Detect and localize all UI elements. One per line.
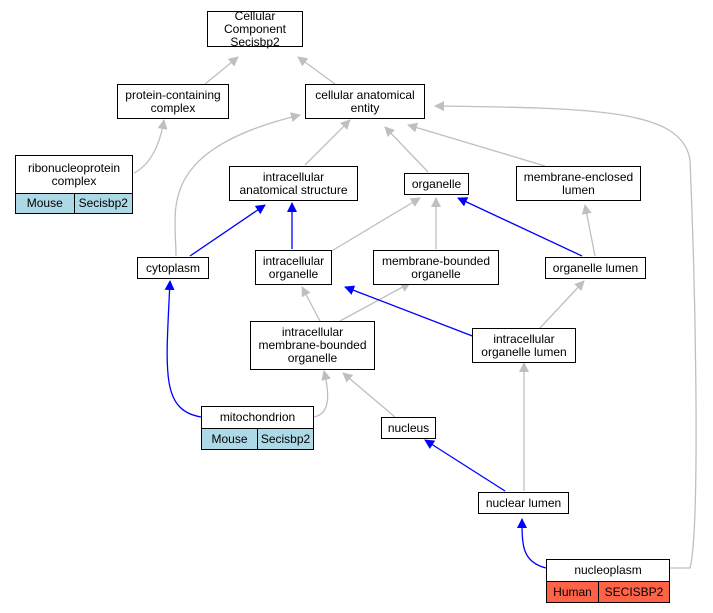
node-intracellular-membrane-bounded-organelle[interactable]: intracellular membrane-bounded organelle xyxy=(250,321,375,370)
edge-cytoplasm-to-entity xyxy=(174,112,301,257)
species-label: Mouse xyxy=(202,429,257,449)
node-cellular-component-secisbp2[interactable]: Cellular Component Secisbp2 xyxy=(207,9,303,48)
edge-nucleoplasm-to-nuclear-lumen xyxy=(517,518,547,569)
node-title: nucleoplasm xyxy=(547,560,669,582)
edge-cellular-entity-to-root xyxy=(297,56,336,85)
gene-label: SECISBP2 xyxy=(598,582,669,602)
edge-intra-structure-to-entity xyxy=(304,119,351,166)
node-membrane-enclosed-lumen[interactable]: membrane-enclosed lumen xyxy=(516,166,641,201)
node-intracellular-organelle[interactable]: intracellular organelle xyxy=(255,250,332,285)
edge-imbo-to-intra-organelle xyxy=(301,286,321,322)
node-organelle[interactable]: organelle xyxy=(404,173,469,195)
edge-intra-organelle-to-organelle xyxy=(329,197,421,253)
edge-mito-to-imbo xyxy=(312,370,332,418)
node-membrane-bounded-organelle[interactable]: membrane-bounded organelle xyxy=(373,250,499,285)
node-intracellular-anatomical-structure[interactable]: intracellular anatomical structure xyxy=(229,166,358,201)
edge-organelle-lumen-to-organelle xyxy=(457,197,583,257)
edge-membrane-lumen-to-entity xyxy=(407,122,546,167)
node-cellular-anatomical-entity[interactable]: cellular anatomical entity xyxy=(305,84,425,119)
node-title: ribonucleoprotein complex xyxy=(16,156,132,194)
edge-protein-complex-to-root xyxy=(204,56,239,85)
node-intracellular-organelle-lumen[interactable]: intracellular organelle lumen xyxy=(472,328,576,363)
node-title: mitochondrion xyxy=(202,407,313,429)
node-cytoplasm[interactable]: cytoplasm xyxy=(137,257,209,279)
edge-imbo-to-mbo xyxy=(339,282,411,322)
node-mitochondrion[interactable]: mitochondrion Mouse Secisbp2 xyxy=(201,406,314,450)
edge-intra-lumen-to-intra-organelle xyxy=(344,285,476,338)
edge-organelle-lumen-to-membrane-lumen xyxy=(581,204,596,257)
node-ribonucleoprotein-complex[interactable]: ribonucleoprotein complex Mouse Secisbp2 xyxy=(15,155,133,214)
edge-mito-to-cytoplasm xyxy=(164,280,202,418)
edge-nucleus-to-imbo xyxy=(342,372,396,418)
edge-intra-lumen-to-organelle-lumen xyxy=(539,280,585,329)
node-nucleoplasm[interactable]: nucleoplasm Human SECISBP2 xyxy=(546,559,670,603)
edge-organelle-to-entity xyxy=(384,126,429,173)
species-label: Mouse xyxy=(16,194,74,213)
node-organelle-lumen[interactable]: organelle lumen xyxy=(545,257,646,279)
node-protein-containing-complex[interactable]: protein-containing complex xyxy=(117,84,229,119)
edge-nuclear-lumen-to-nucleus xyxy=(424,439,506,492)
node-nucleus[interactable]: nucleus xyxy=(381,417,436,439)
species-label: Human xyxy=(547,582,598,602)
gene-label: Secisbp2 xyxy=(73,194,132,213)
edge-nucleoplasm-to-entity xyxy=(434,101,697,569)
edge-cytoplasm-to-intra-structure xyxy=(189,204,266,257)
gene-label: Secisbp2 xyxy=(257,429,313,449)
node-nuclear-lumen[interactable]: nuclear lumen xyxy=(478,492,569,514)
edge-rnp-to-protein-complex xyxy=(133,119,168,174)
